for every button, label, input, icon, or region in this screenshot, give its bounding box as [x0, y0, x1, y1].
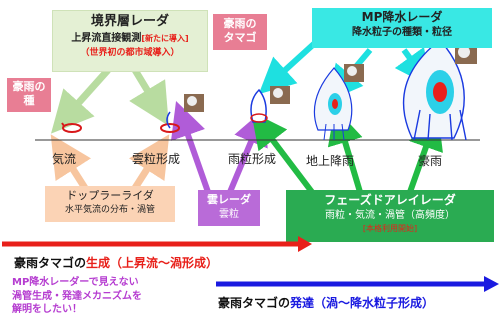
heavy-photo-icon: [455, 44, 477, 64]
doppler-subtitle: 水平気流の分布・渦管: [64, 204, 155, 215]
cloud-formation-vortex-icon: [160, 111, 180, 133]
egg-cloud-icon: [250, 88, 268, 123]
seed-line2: 種: [23, 93, 35, 107]
arrow-cloudradar-to-cloud: [170, 101, 211, 193]
egg-label-box: 豪雨の タマゴ: [213, 14, 267, 50]
cloud-radar-subtitle: 雲粒: [219, 208, 239, 220]
heavy-rain-cell-icon: [402, 39, 467, 141]
doppler-title: ドップラーライダ: [66, 189, 154, 202]
stage-rain-formation-label: 雨粒形成: [228, 152, 277, 166]
arrow-boundary-to-cloud: [129, 68, 169, 126]
stage-cloud-formation-label: 雲粒形成: [132, 152, 181, 166]
seed-line1: 豪雨の: [12, 80, 46, 93]
development-prefix: 豪雨タマゴの: [218, 296, 291, 310]
development-label: 豪雨タマゴの発達（渦～降水粒子形成）: [218, 294, 434, 311]
note-line1: MP降水レーダーで見えない: [12, 277, 139, 288]
egg-line2: タマゴ: [223, 30, 257, 44]
generation-prefix: 豪雨タマゴの: [14, 256, 87, 270]
stage-ground-rainfall-label: 地上降雨: [306, 154, 355, 168]
phased-array-radar-box: フェーズドアレイレーダ 雨粒・気流・渦管（高頻度） [本格利用開始]: [286, 190, 494, 242]
cloud-photo-icon: [184, 94, 204, 112]
research-goal-note: MP降水レーダーで見えない 渦管生成・発達メカニズムを 解明をしたい！: [12, 276, 142, 317]
ground-photo-icon: [344, 64, 364, 82]
boundary-radar-line1: 上昇流直接観測: [71, 33, 142, 45]
boundary-radar-line2: （世界初の都市域導入）: [80, 47, 180, 58]
development-highlight: 発達（渦～降水粒子形成）: [290, 296, 435, 310]
generation-label: 豪雨タマゴの生成（上昇流～渦形成）: [14, 254, 218, 271]
arrow-mp-to-egg: [258, 39, 319, 95]
arrow-boundary-to-airflow: [50, 67, 111, 134]
mp-radar-title: MP降水レーダ: [361, 10, 443, 24]
phased-array-title: フェーズドアレイレーダ: [324, 193, 456, 207]
ground-rainfall-cell-icon: [313, 67, 353, 141]
arrow-doppler-to-cloud: [128, 134, 170, 190]
boundary-layer-radar-box: 境界層レーダ 上昇流直接観測[新たに導入] （世界初の都市域導入）: [52, 10, 208, 72]
doppler-lidar-box: ドップラーライダ 水平気流の分布・渦管: [45, 186, 175, 222]
stage-airflow-label: 気流: [52, 152, 77, 166]
phased-array-tag: [本格利用開始]: [362, 223, 418, 233]
arrow-doppler-to-airflow: [50, 134, 92, 190]
boundary-radar-title: 境界層レーダ: [90, 14, 169, 29]
seed-vortex-icon: [61, 122, 82, 133]
egg-line1: 豪雨の: [223, 17, 257, 30]
arrow-phased-to-rain: [251, 111, 321, 202]
generation-highlight: 生成（上昇流～渦形成）: [86, 256, 219, 270]
cloud-radar-title: 雲レーダ: [207, 193, 251, 206]
mp-radar-box: MP降水レーダ 降水粒子の種類・粒径: [312, 8, 492, 48]
seed-label-box: 豪雨の 種: [7, 78, 51, 112]
phased-array-subtitle: 雨粒・気流・渦管（高頻度）: [325, 210, 455, 221]
egg-photo-icon: [270, 86, 290, 104]
stage-heavy-rain-label: 豪雨: [418, 154, 443, 168]
cloud-radar-box: 雲レーダ 雲粒: [198, 190, 260, 226]
boundary-radar-tag: [新たに導入]: [141, 34, 189, 44]
note-line2: 渦管生成・発達メカニズムを: [12, 290, 142, 302]
note-line3: 解明をしたい！: [12, 304, 82, 315]
mp-radar-subtitle: 降水粒子の種類・粒径: [352, 27, 452, 38]
